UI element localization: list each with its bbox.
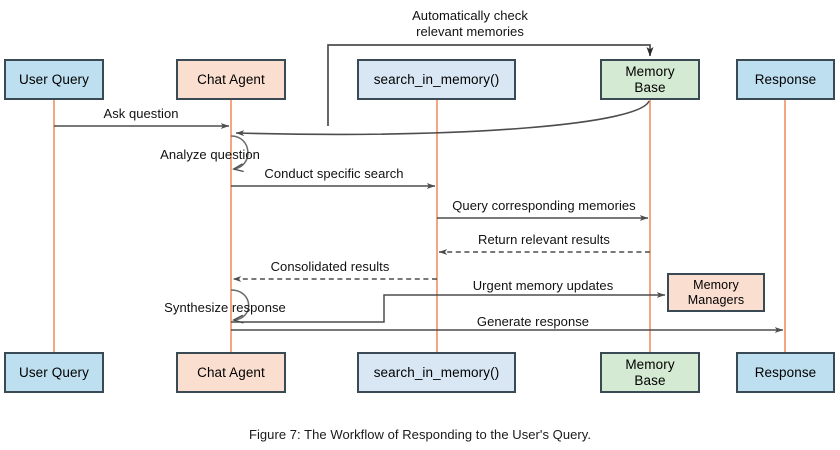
participant-user-query[interactable]: User Query xyxy=(4,59,104,100)
label-ask-question: Ask question xyxy=(103,106,179,121)
figure-caption: Figure 7: The Workflow of Responding to … xyxy=(248,427,592,442)
arrow-automatically-check-relevant-memories xyxy=(327,44,654,126)
arrow-synthesize-response-self-loop xyxy=(230,289,250,320)
node-memory-managers-label: Memory Managers xyxy=(687,278,745,307)
participant-memory-base[interactable]: Memory Base xyxy=(600,59,700,100)
participant-chat-agent-bottom-label: Chat Agent xyxy=(197,364,265,380)
arrow-urgent-memory-updates xyxy=(231,292,666,323)
participant-response-label: Response xyxy=(754,71,817,87)
participant-response-bottom[interactable]: Response xyxy=(736,352,835,393)
participant-response[interactable]: Response xyxy=(736,59,835,100)
label-return-relevant-results: Return relevant results xyxy=(478,232,610,247)
label-conduct-specific-search: Conduct specific search xyxy=(264,166,404,181)
participant-search-in-memory-label: search_in_memory() xyxy=(373,71,500,87)
label-synthesize-response: Synthesize response xyxy=(164,300,286,315)
participant-memory-base-bottom[interactable]: Memory Base xyxy=(600,352,700,393)
participant-chat-agent-bottom[interactable]: Chat Agent xyxy=(176,352,286,393)
label-urgent-memory-updates: Urgent memory updates xyxy=(472,278,614,293)
arrow-memory-base-return-curve xyxy=(235,100,650,137)
label-consolidated-results: Consolidated results xyxy=(270,259,390,274)
participant-chat-agent[interactable]: Chat Agent xyxy=(176,59,286,100)
participant-user-query-label: User Query xyxy=(18,71,90,87)
participant-user-query-bottom-label: User Query xyxy=(18,364,90,380)
participant-response-bottom-label: Response xyxy=(754,364,817,380)
participant-chat-agent-label: Chat Agent xyxy=(197,71,265,87)
label-generate-response: Generate response xyxy=(476,314,590,329)
participant-user-query-bottom[interactable]: User Query xyxy=(4,352,104,393)
label-automatically-check-relevant-memories: Automatically check relevant memories xyxy=(412,8,528,40)
participant-search-in-memory-bottom[interactable]: search_in_memory() xyxy=(357,352,516,393)
participant-memory-base-bottom-label: Memory Base xyxy=(625,356,675,388)
node-memory-managers[interactable]: Memory Managers xyxy=(667,273,765,312)
participant-memory-base-label: Memory Base xyxy=(625,63,675,95)
arrow-analyze-question-self-loop xyxy=(230,135,249,169)
lifelines xyxy=(53,100,786,352)
participant-search-in-memory[interactable]: search_in_memory() xyxy=(357,59,516,100)
label-analyze-question: Analyze question xyxy=(160,147,260,162)
participant-search-in-memory-bottom-label: search_in_memory() xyxy=(373,364,500,380)
label-query-corresponding-memories: Query corresponding memories xyxy=(452,198,636,213)
